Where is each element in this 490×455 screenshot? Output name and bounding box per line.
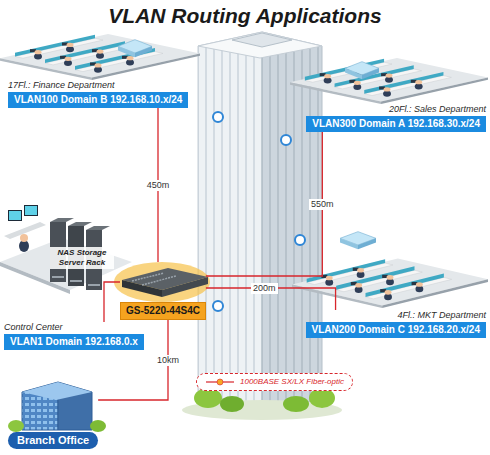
office-floor: [0, 34, 488, 308]
vlan-banner: VLAN1 Domain 192.168.0.x: [4, 334, 144, 350]
office-tower: [198, 32, 322, 404]
floor-marker: [281, 135, 291, 145]
server-rack: [70, 280, 82, 282]
site-label: Branch Office: [8, 432, 98, 449]
office-floor: [290, 58, 488, 104]
server-rack: [68, 222, 92, 226]
core-switch-node: GS-5220-44S4C: [120, 262, 206, 320]
fiber-link: [104, 282, 120, 322]
switch-device: [114, 262, 210, 302]
office-tower: [232, 33, 292, 47]
server-rack: [50, 218, 74, 222]
department-node: 4Fl.: MKT DepartmentVLAN200 Domain C 192…: [306, 310, 486, 338]
branch-building: [8, 420, 24, 432]
distance-label: 200m: [251, 283, 278, 294]
edge-switch: [340, 232, 376, 250]
office-tower: [198, 32, 322, 58]
server-rack: [88, 284, 100, 286]
floor-marker: [295, 235, 305, 245]
floor-heading: 17Fl.: Finance Department: [8, 80, 188, 91]
trees: [309, 388, 335, 408]
control-center-node: Control CenterVLAN1 Domain 192.168.0.x: [4, 322, 144, 350]
branch-building: [8, 382, 106, 432]
distance-label: 450m: [145, 180, 172, 191]
control-room: [0, 205, 132, 294]
department-node: 17Fl.: Finance DepartmentVLAN100 Domain …: [8, 80, 188, 108]
switch-device: [132, 273, 164, 281]
office-floor: [292, 259, 488, 308]
trees: [194, 388, 222, 408]
vlan-banner: VLAN100 Domain B 192.168.10.x/24: [8, 92, 188, 108]
legend-item: 1000BASE SX/LX Fiber-optic: [205, 377, 344, 387]
trees: [182, 388, 342, 420]
switch-device: [122, 280, 162, 297]
title: VLAN Routing Applications: [0, 3, 490, 29]
distance-label: 10km: [155, 355, 181, 366]
vlan-banner: VLAN300 Domain A 192.168.30.x/24: [306, 116, 486, 132]
floor-heading: 4Fl.: MKT Department: [306, 310, 486, 321]
control-room: [9, 211, 21, 220]
model-label: GS-5220-44S4C: [120, 302, 206, 320]
edge-switch: [118, 40, 379, 250]
control-room: [8, 210, 22, 221]
floor-heading: 20Fl.: Sales Department: [306, 104, 486, 115]
floor-marker: [213, 112, 305, 311]
trees: [283, 396, 309, 412]
switch-device: [162, 277, 208, 297]
distance-label: 550m: [309, 199, 336, 210]
fiber-link: [206, 132, 322, 276]
server-rack: [52, 276, 64, 278]
switch-device: [114, 262, 210, 302]
floor-heading: Control Center: [4, 322, 144, 333]
floor-marker: [213, 112, 223, 122]
department-node: 20Fl.: Sales DepartmentVLAN300 Domain A …: [306, 104, 486, 132]
branch-building: [90, 420, 106, 432]
callout-label: NAS Storage Server Rack: [50, 247, 114, 269]
control-room: [25, 206, 37, 215]
legend-line-sample: [205, 378, 235, 386]
vlan-banner: VLAN200 Domain C 192.168.20.x/24: [306, 322, 486, 338]
control-room: [20, 234, 28, 242]
trees: [220, 396, 244, 412]
legend-text: 1000BASE SX/LX Fiber-optic: [240, 377, 344, 387]
legend-box: 1000BASE SX/LX Fiber-optic: [196, 373, 353, 391]
control-room: [24, 205, 38, 216]
edge-switch: [345, 62, 379, 79]
branch-building: [22, 382, 92, 400]
office-floor: [0, 34, 200, 80]
server-rack: [86, 226, 110, 230]
branch-office-node: Branch Office: [8, 378, 98, 449]
switch-device: [142, 276, 176, 285]
office-tower: [198, 32, 262, 404]
floor-marker: [213, 301, 223, 311]
edge-switch: [118, 40, 152, 57]
legend-dot: [217, 379, 223, 385]
